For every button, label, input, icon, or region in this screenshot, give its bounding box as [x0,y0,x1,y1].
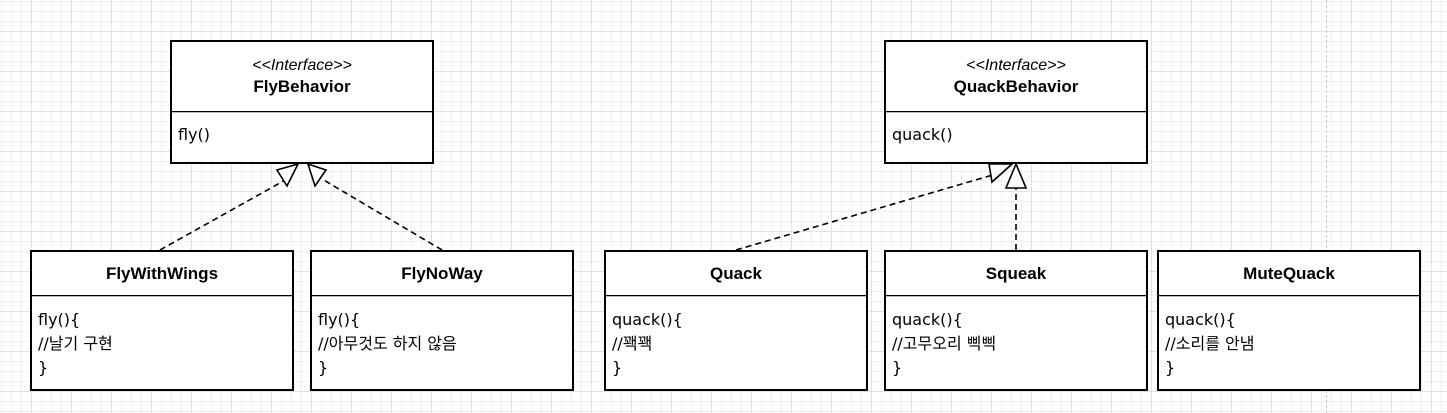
realization-arrowhead [988,163,1015,184]
comment-line: //소리를 안냄 [1165,334,1255,353]
class-header: Quack [606,252,866,296]
method-line: fly(){ [38,310,81,329]
realization-quack-to-quackbehavior[interactable] [735,163,1015,251]
class-squeak[interactable]: Squeak quack(){ //고무오리 삑삑 } [884,250,1148,391]
comment-line: //꽥꽥 [612,334,653,353]
stereotype-label: <<Interface>> [252,56,352,74]
realization-arrowhead [275,162,300,188]
page-boundary-guide [1326,0,1327,413]
class-quack[interactable]: Quack quack(){ //꽥꽥 } [604,250,868,391]
interface-header: <<Interface>> QuackBehavior [886,42,1146,112]
stereotype-label: <<Interface>> [966,56,1066,74]
method: fly() [178,125,211,144]
interface-name: QuackBehavior [953,76,1079,96]
realization-flynoway-to-flybehavior[interactable] [306,162,443,251]
class-fly-no-way[interactable]: FlyNoWay fly(){ //아무것도 하지 않음 } [310,250,574,391]
method-line: } [38,358,49,377]
method-line: } [612,358,623,377]
interface-fly-behavior[interactable]: <<Interface>> FlyBehavior fly() [170,40,434,164]
realization-arrowhead [1004,161,1028,189]
interface-methods: quack() [886,112,1146,151]
interface-header: <<Interface>> FlyBehavior [172,42,432,112]
class-name: Squeak [985,263,1047,283]
class-name: MuteQuack [1243,263,1335,283]
class-methods: quack(){ //꽥꽥 } [606,296,866,384]
class-name: FlyWithWings [105,263,219,283]
method-line: fly(){ [318,310,361,329]
method-line: } [1165,358,1176,377]
comment-line: //아무것도 하지 않음 [318,334,457,353]
comment-line: //고무오리 삑삑 [892,334,997,353]
class-fly-with-wings[interactable]: FlyWithWings fly(){ //날기 구현 } [30,250,294,391]
interface-methods: fly() [172,112,432,151]
method-line: quack(){ [892,310,963,329]
class-name: FlyNoWay [401,263,483,283]
class-methods: fly(){ //아무것도 하지 않음 } [312,296,572,384]
method: quack() [892,125,953,144]
class-header: MuteQuack [1159,252,1419,296]
class-header: FlyWithWings [32,252,292,296]
interface-quack-behavior[interactable]: <<Interface>> QuackBehavior quack() [884,40,1148,164]
method-line: quack(){ [612,310,683,329]
method-line: quack(){ [1165,310,1236,329]
realization-squeak-to-quackbehavior[interactable] [1004,161,1028,250]
class-header: FlyNoWay [312,252,572,296]
class-name: Quack [710,263,762,283]
method-line: } [892,358,903,377]
class-mute-quack[interactable]: MuteQuack quack(){ //소리를 안냄 } [1157,250,1421,391]
method-line: } [318,358,329,377]
comment-line: //날기 구현 [38,334,113,353]
class-methods: fly(){ //날기 구현 } [32,296,292,384]
class-methods: quack(){ //소리를 안냄 } [1159,296,1419,384]
interface-name: FlyBehavior [253,76,351,96]
realization-flywithwings-to-flybehavior[interactable] [159,162,300,251]
class-header: Squeak [886,252,1146,296]
class-methods: quack(){ //고무오리 삑삑 } [886,296,1146,384]
realization-arrowhead [306,162,328,188]
